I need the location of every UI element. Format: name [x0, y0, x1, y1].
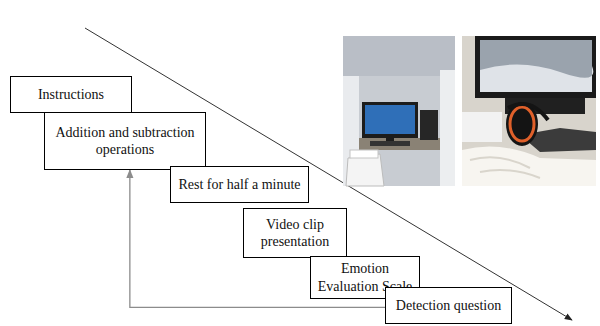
process-box: Detection question [385, 287, 512, 324]
step-label: Detection question [396, 297, 501, 315]
participant-photo [462, 36, 596, 186]
step-label: Rest for half a minute [178, 176, 300, 194]
lab-photo [343, 36, 455, 186]
step-label: Addition and subtraction operations [51, 124, 199, 159]
process-box: Addition and subtraction operations [44, 112, 206, 170]
step-label: Video clip presentation [250, 216, 340, 251]
process-box: Instructions [10, 76, 132, 113]
process-box: Rest for half a minute [170, 166, 309, 203]
step-label: Instructions [38, 86, 104, 104]
process-box: Video clip presentation [243, 208, 347, 258]
